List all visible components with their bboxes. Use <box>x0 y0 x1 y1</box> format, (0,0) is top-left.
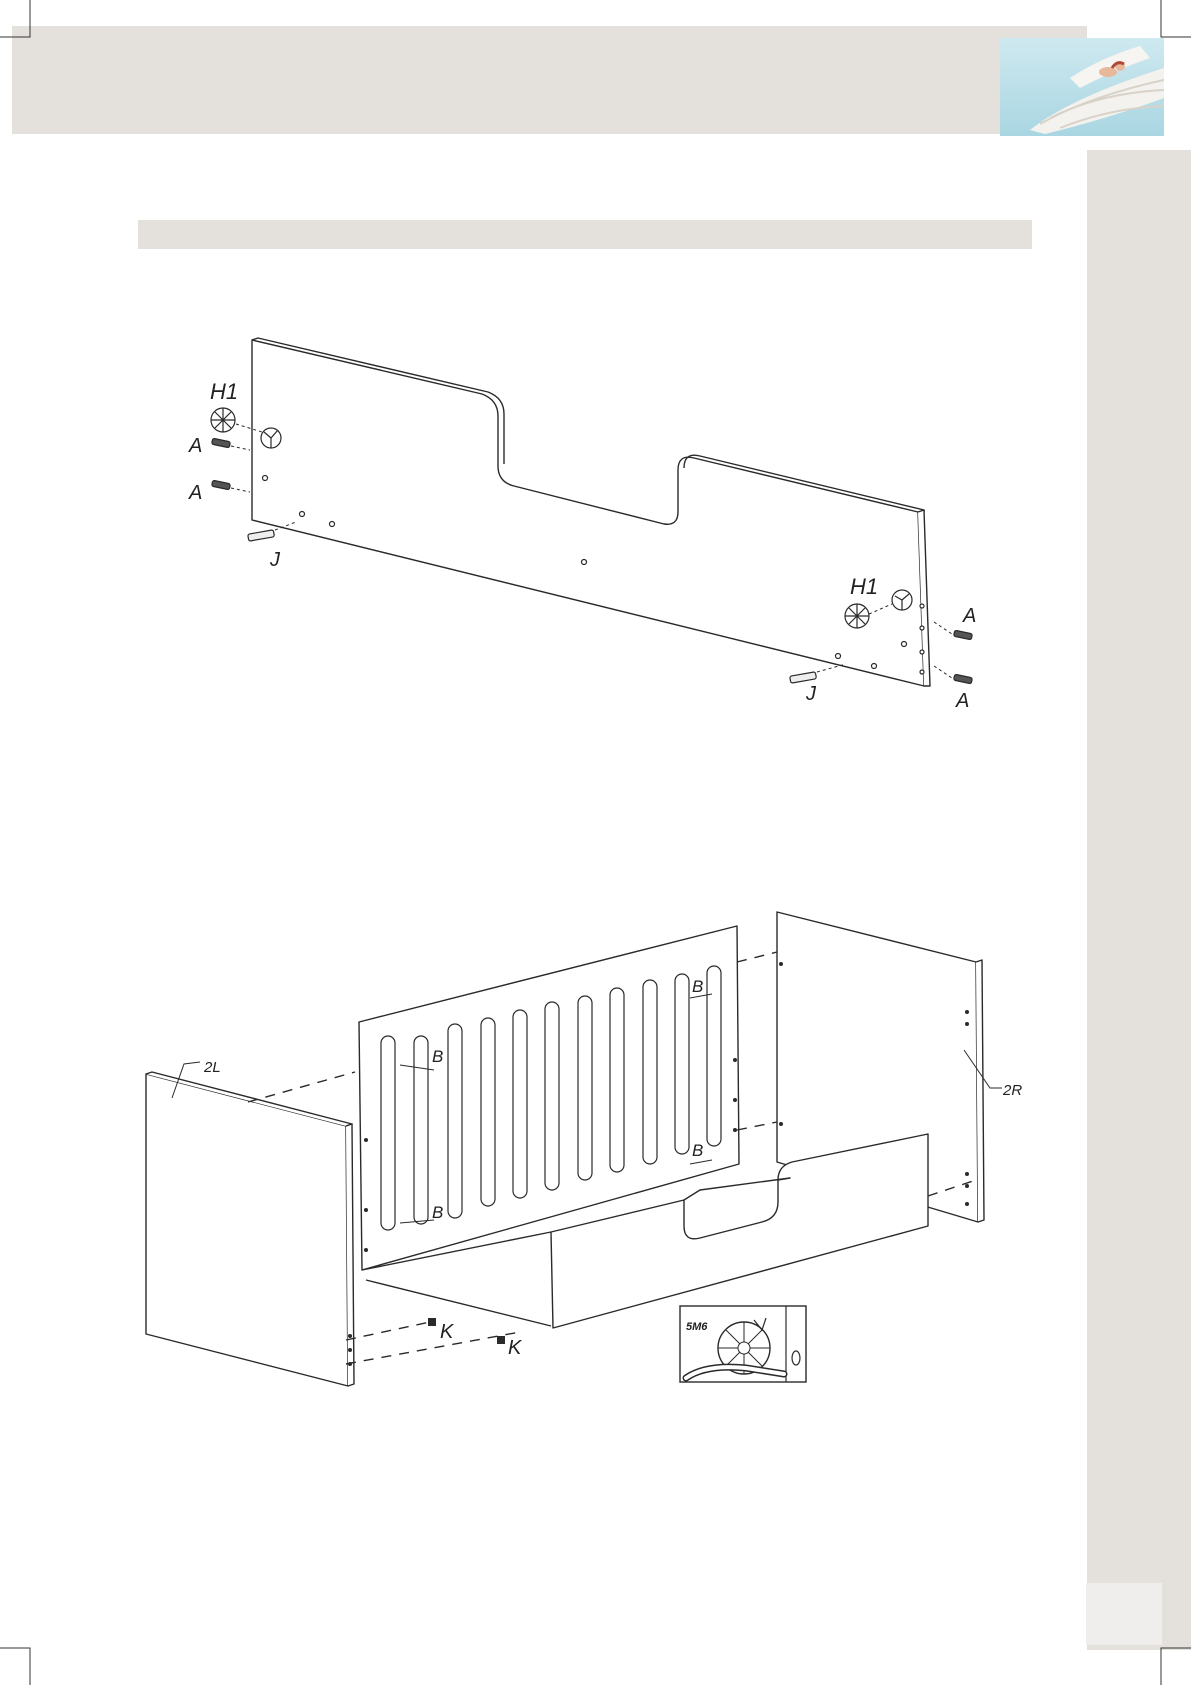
label-k1: K <box>440 1321 455 1343</box>
label-b1: B <box>432 1047 443 1066</box>
label-b3: B <box>692 977 703 996</box>
label-2l: 2L <box>203 1059 221 1076</box>
wheel-detail-inset <box>680 1306 806 1382</box>
label-2r: 2R <box>1002 1082 1022 1099</box>
end-panel-2l <box>146 1074 348 1386</box>
label-b2: B <box>432 1203 443 1222</box>
label-b4: B <box>692 1141 703 1160</box>
label-inset-code: 5M6 <box>686 1321 708 1333</box>
label-k2: K <box>508 1337 523 1359</box>
